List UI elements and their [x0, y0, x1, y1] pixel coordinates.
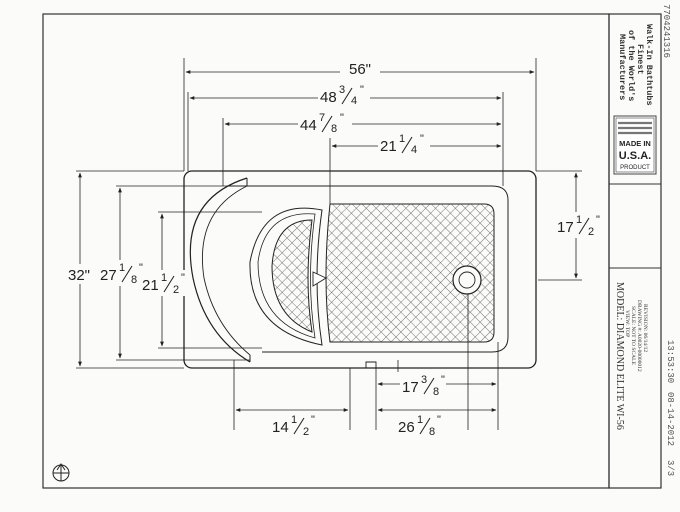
dim-27-den: 8: [131, 274, 137, 286]
dim-48-3-4: 48 3 4 ": [318, 84, 370, 107]
svg-text:": ": [311, 414, 315, 426]
dim-21l-whole: 21: [142, 277, 159, 294]
dim-48-den: 4: [351, 95, 357, 107]
dim-44-7-8: 44 7 8 ": [298, 112, 352, 135]
dim-26-num: 1: [417, 414, 423, 426]
svg-text:": ": [139, 262, 143, 274]
dim-26-1-8: 26 1 8 ": [396, 412, 442, 438]
dim-44-whole: 44: [300, 117, 317, 134]
dim-26-whole: 26: [398, 419, 415, 436]
model-title: MODEL: DIAMOND ELITE WI-56: [614, 282, 625, 430]
detail-line-4: REVISION: 06/14/12: [642, 304, 648, 352]
fax-header: 7704241316: [661, 4, 671, 58]
company-line-2: of the World's: [626, 30, 636, 101]
door-arc: [189, 177, 251, 363]
dim-44-den: 8: [331, 123, 337, 135]
dim-21-1-2-left: 21 1 2 ": [140, 270, 186, 296]
dim-21l-num: 1: [161, 272, 167, 284]
fax-page: 3/3: [665, 460, 675, 476]
dim-17b-whole: 17: [402, 379, 419, 396]
detail-line-2: SCALE: NOT TO SCALE: [630, 306, 636, 365]
dim-21t-num: 1: [399, 133, 405, 145]
dim-21t-whole: 21: [380, 138, 397, 155]
dim-32: 32": [68, 267, 90, 284]
made-in-usa-badge: MADE IN U.S.A. PRODUCT: [613, 115, 657, 175]
fax-time: 13:53:30: [665, 340, 675, 383]
dim-26-den: 8: [429, 426, 435, 438]
dim-21l-den: 2: [173, 284, 179, 296]
detail-line-1: VIEW: TOP: [624, 310, 630, 337]
svg-text:": ": [360, 84, 364, 96]
dim-17b-num: 3: [421, 374, 427, 386]
dim-17b-den: 8: [433, 386, 439, 398]
svg-text:": ": [437, 414, 441, 426]
dim-44-num: 7: [319, 112, 325, 124]
badge-middle: U.S.A.: [619, 150, 651, 162]
badge-bottom: PRODUCT: [620, 165, 650, 171]
badge-top: MADE IN: [619, 139, 651, 148]
dim-21-1-4-top: 21 1 4 ": [378, 133, 430, 156]
dim-17r-num: 1: [576, 214, 582, 226]
dim-56: 56": [349, 61, 371, 78]
company-line-1: Manufacturers: [617, 34, 627, 100]
seat-cushion: [271, 219, 313, 333]
detail-line-3: DRAWING #: A0020-00000012: [636, 300, 642, 372]
svg-text:": ": [441, 374, 445, 386]
tub-floor: [325, 203, 495, 343]
svg-text:": ": [340, 112, 344, 124]
dim-17r-den: 2: [588, 226, 594, 238]
dim-48-num: 3: [339, 84, 345, 96]
svg-text:": ": [420, 133, 424, 145]
north-arrow-icon: [52, 463, 70, 482]
company-line-4: Walk-In Bathtubs: [644, 24, 654, 106]
dim-27-num: 1: [119, 262, 125, 274]
svg-text:": ": [596, 214, 600, 226]
dim-17-1-2-right: 17 1 2 ": [556, 212, 602, 238]
company-line-3: Finest: [635, 44, 645, 75]
dim-17r-whole: 17: [557, 219, 574, 236]
tub-outer-rim: [183, 170, 537, 369]
title-block: [608, 13, 662, 489]
company-text: Manufacturers of the World's Finest Walk…: [617, 24, 654, 106]
model-details: VIEW: TOP SCALE: NOT TO SCALE DRAWING #:…: [624, 300, 648, 372]
fax-date: 08-14-2012: [665, 392, 675, 446]
dim-27-1-8: 27 1 8 ": [98, 260, 144, 286]
dim-14-num: 1: [291, 414, 297, 426]
tub-top-view: [183, 170, 537, 372]
dim-14-1-2: 14 1 2 ": [270, 412, 316, 438]
dim-14-den: 2: [303, 426, 309, 438]
dim-14-whole: 14: [272, 419, 289, 436]
dim-21t-den: 4: [411, 144, 417, 156]
dim-17-3-8: 17 3 8 ": [400, 372, 446, 398]
dim-27-whole: 27: [100, 267, 117, 284]
dim-48-whole: 48: [320, 89, 337, 106]
svg-text:": ": [181, 272, 185, 284]
